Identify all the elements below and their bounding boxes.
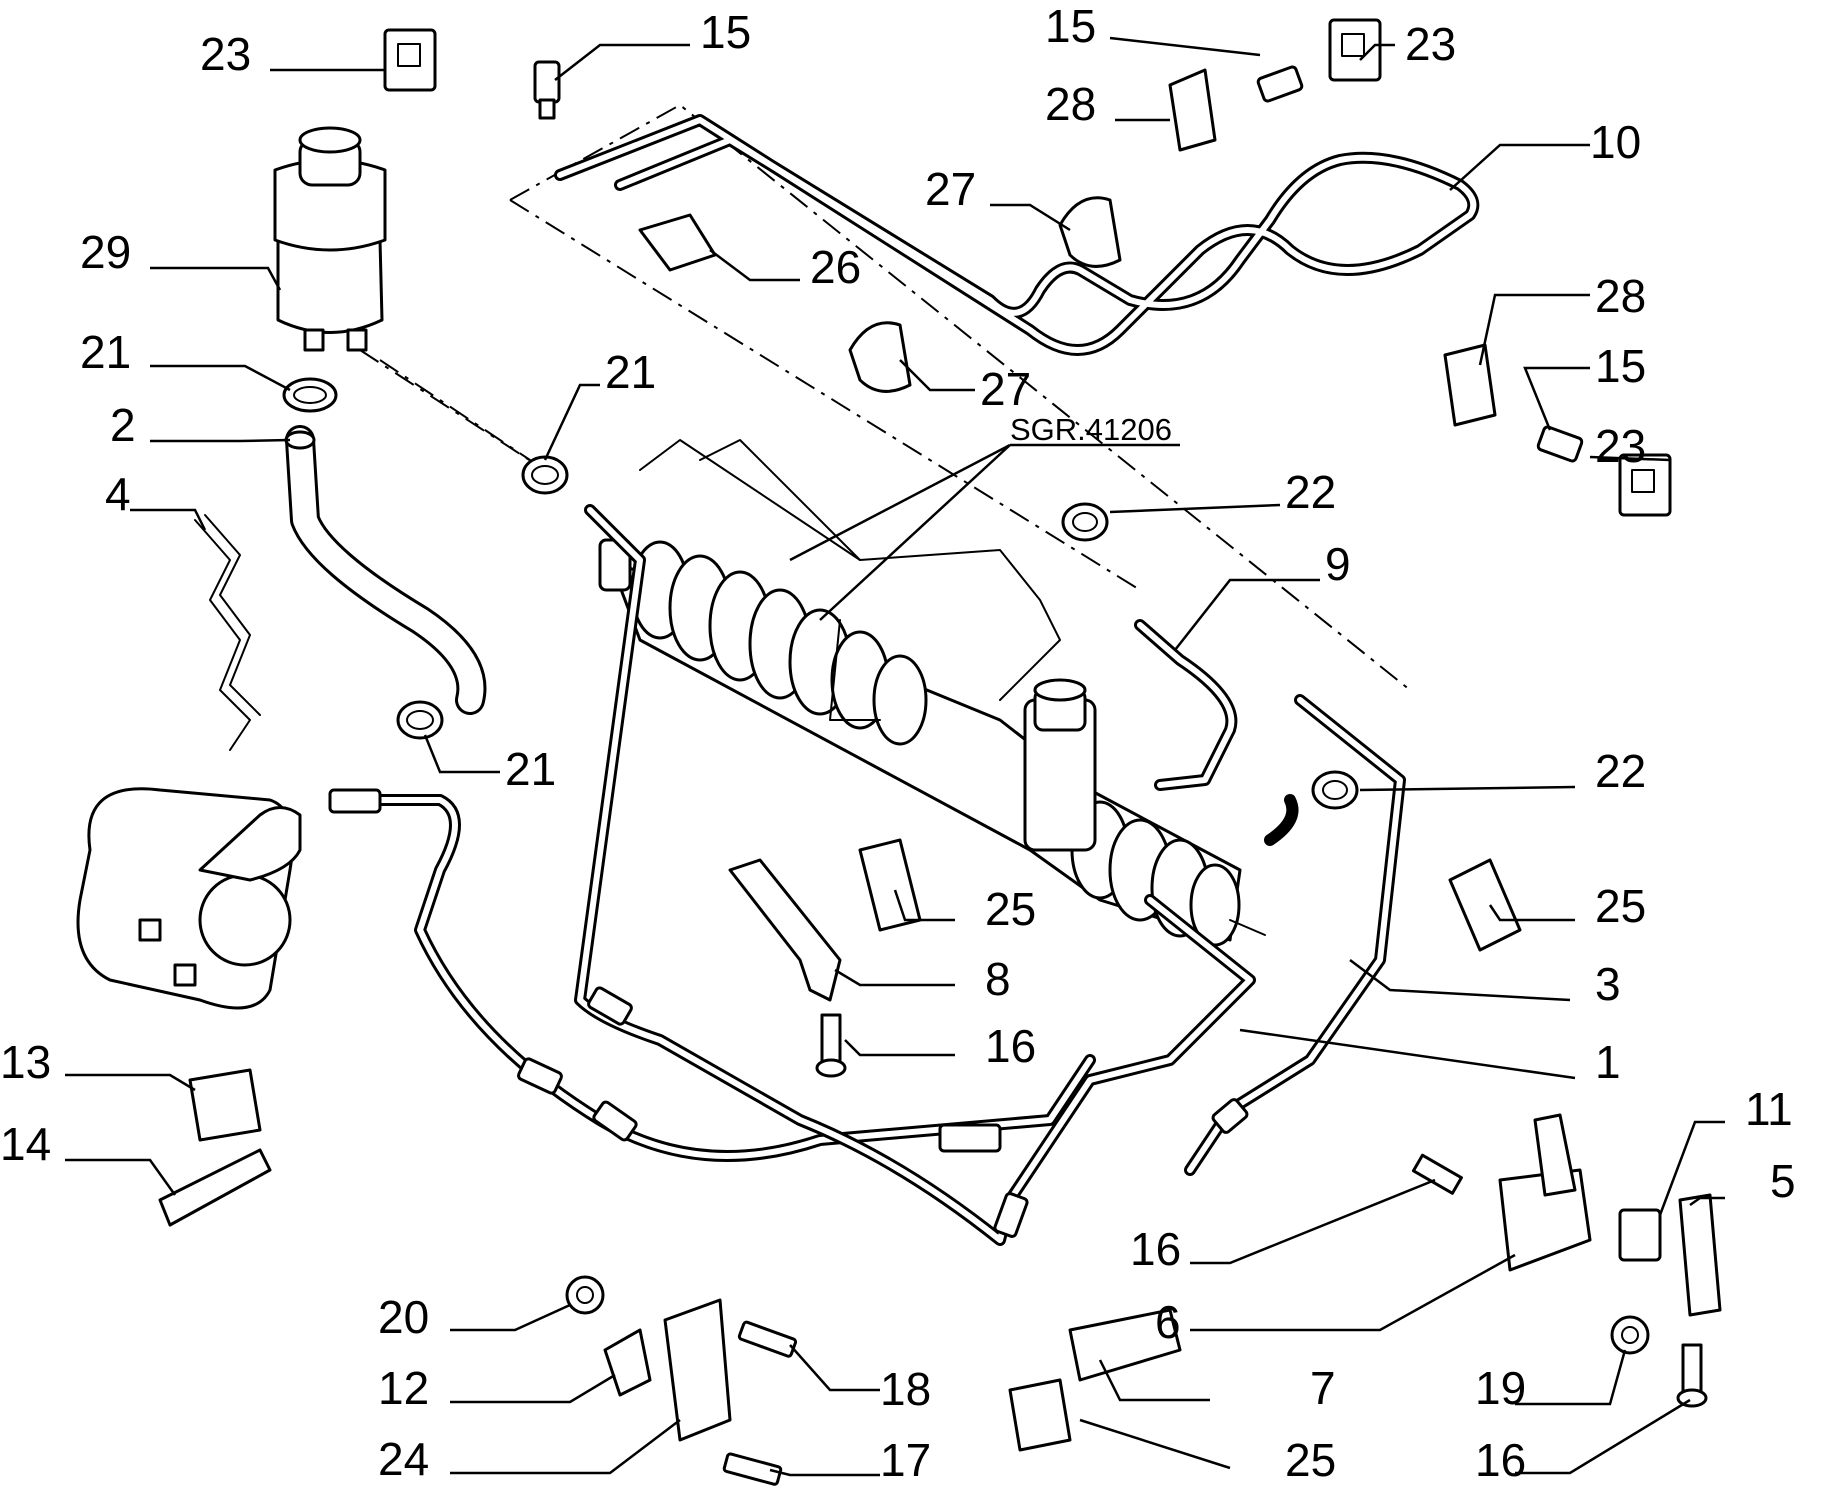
callout-28-top: 28 xyxy=(1045,78,1096,130)
callout-21-mid: 21 xyxy=(605,346,656,398)
rack-boot-left xyxy=(630,540,928,746)
callout-2: 2 xyxy=(110,399,136,451)
clip-13 xyxy=(188,1068,262,1142)
clip-12 xyxy=(603,1328,652,1397)
clip-11 xyxy=(1618,1208,1662,1262)
callout-28-right: 28 xyxy=(1595,270,1646,322)
clip-25-center xyxy=(858,838,922,932)
clip-23-top-left xyxy=(383,28,437,92)
power-steering-pump xyxy=(76,787,302,1010)
callout-19: 19 xyxy=(1475,1362,1526,1414)
clip-23-top-right xyxy=(1328,18,1382,82)
callout-15-right: 15 xyxy=(1595,340,1646,392)
callout-16-center: 16 xyxy=(985,1020,1036,1072)
bracket-6 xyxy=(1498,1113,1592,1272)
hose-clamp-22-upper xyxy=(1061,502,1109,542)
clamp-27-upper xyxy=(1058,196,1122,268)
return-hose-9 xyxy=(1134,619,1299,846)
bolt-18 xyxy=(737,1320,798,1358)
callout-15-top-left: 15 xyxy=(700,6,751,58)
bracket-14 xyxy=(158,1148,272,1227)
bolt-17 xyxy=(722,1452,783,1486)
callout-25-right: 25 xyxy=(1595,880,1646,932)
callout-7: 7 xyxy=(1310,1362,1336,1414)
callout-8: 8 xyxy=(985,953,1011,1005)
callout-4: 4 xyxy=(105,468,131,520)
nut-19 xyxy=(1610,1315,1650,1355)
hose-clamp-21-mid xyxy=(521,455,569,495)
callout-26: 26 xyxy=(810,241,861,293)
bolt-16-center xyxy=(815,1013,847,1078)
wire-clip-4 xyxy=(194,514,261,751)
callout-29: 29 xyxy=(80,226,131,278)
bracket-24 xyxy=(663,1298,732,1442)
callout-10: 10 xyxy=(1590,116,1641,168)
callout-23-right: 23 xyxy=(1595,420,1646,472)
clip-23-right xyxy=(1618,453,1672,517)
callout-27-lower: 27 xyxy=(980,363,1031,415)
callout-13: 13 xyxy=(0,1036,51,1088)
steering-rack xyxy=(598,538,1266,947)
callout-14: 14 xyxy=(0,1118,51,1170)
callout-1: 1 xyxy=(1595,1036,1621,1088)
suction-hose-2 xyxy=(284,425,487,715)
callout-23-top-right: 23 xyxy=(1405,18,1456,70)
callout-25-center: 25 xyxy=(985,883,1036,935)
bracket-5 xyxy=(1678,1193,1722,1317)
pressure-switch-15-top-left xyxy=(533,60,561,120)
nut-20 xyxy=(565,1275,605,1315)
callout-21-top: 21 xyxy=(80,326,131,378)
pipe-1 xyxy=(574,504,1256,1246)
bracket-8 xyxy=(728,858,842,1002)
bracket-7 xyxy=(1068,1308,1182,1382)
bracket-28-top xyxy=(1168,68,1217,152)
callout-12: 12 xyxy=(378,1362,429,1414)
assembly-outline xyxy=(359,103,1411,691)
fluid-reservoir-29 xyxy=(273,126,561,481)
callout-27-upper: 27 xyxy=(925,163,976,215)
callout-5: 5 xyxy=(1770,1155,1796,1207)
callout-6: 6 xyxy=(1155,1296,1181,1348)
reference-leaders xyxy=(639,439,1180,701)
steering-valve-housing xyxy=(1023,678,1097,852)
clip-25-bottom xyxy=(1008,1378,1072,1452)
clip-26 xyxy=(638,213,717,272)
clamp-27-lower xyxy=(848,321,912,393)
callout-22-upper: 22 xyxy=(1285,466,1336,518)
callout-labels: 23 15 15 23 28 10 29 27 26 27 21 28 15 2… xyxy=(0,0,1796,1486)
pressure-switch-15-top-right xyxy=(1256,65,1304,103)
hose-clamp-22-lower xyxy=(1311,770,1359,810)
callout-22-lower: 22 xyxy=(1595,745,1646,797)
callout-23-top-left: 23 xyxy=(200,28,251,80)
bolt-16-right xyxy=(1411,1153,1463,1195)
return-pipe-10 xyxy=(554,114,1480,356)
callout-18: 18 xyxy=(880,1363,931,1415)
bolt-16-bottom-right xyxy=(1676,1343,1708,1408)
bracket-28-right xyxy=(1443,343,1497,427)
callout-24: 24 xyxy=(378,1433,429,1485)
pressure-hose xyxy=(328,788,1096,1162)
callout-3: 3 xyxy=(1595,958,1621,1010)
callout-20: 20 xyxy=(378,1291,429,1343)
pipe-3 xyxy=(1184,694,1406,1176)
callout-16-bottom-right: 16 xyxy=(1475,1434,1526,1486)
reference-code: SGR.41206 xyxy=(1010,412,1172,447)
hose-clamp-21-top xyxy=(282,377,338,413)
hose-clamp-21-pump xyxy=(396,700,444,740)
callout-11: 11 xyxy=(1745,1083,1793,1135)
callout-16-right: 16 xyxy=(1130,1223,1181,1275)
callout-25-bottom: 25 xyxy=(1285,1434,1336,1486)
callout-15-top-right: 15 xyxy=(1045,0,1096,52)
callout-9: 9 xyxy=(1325,538,1351,590)
pressure-switch-15-right xyxy=(1536,425,1584,463)
clip-25-right xyxy=(1448,858,1522,952)
callout-21-pump: 21 xyxy=(505,743,556,795)
callout-leaders xyxy=(65,36,1725,1477)
callout-17: 17 xyxy=(880,1434,931,1486)
